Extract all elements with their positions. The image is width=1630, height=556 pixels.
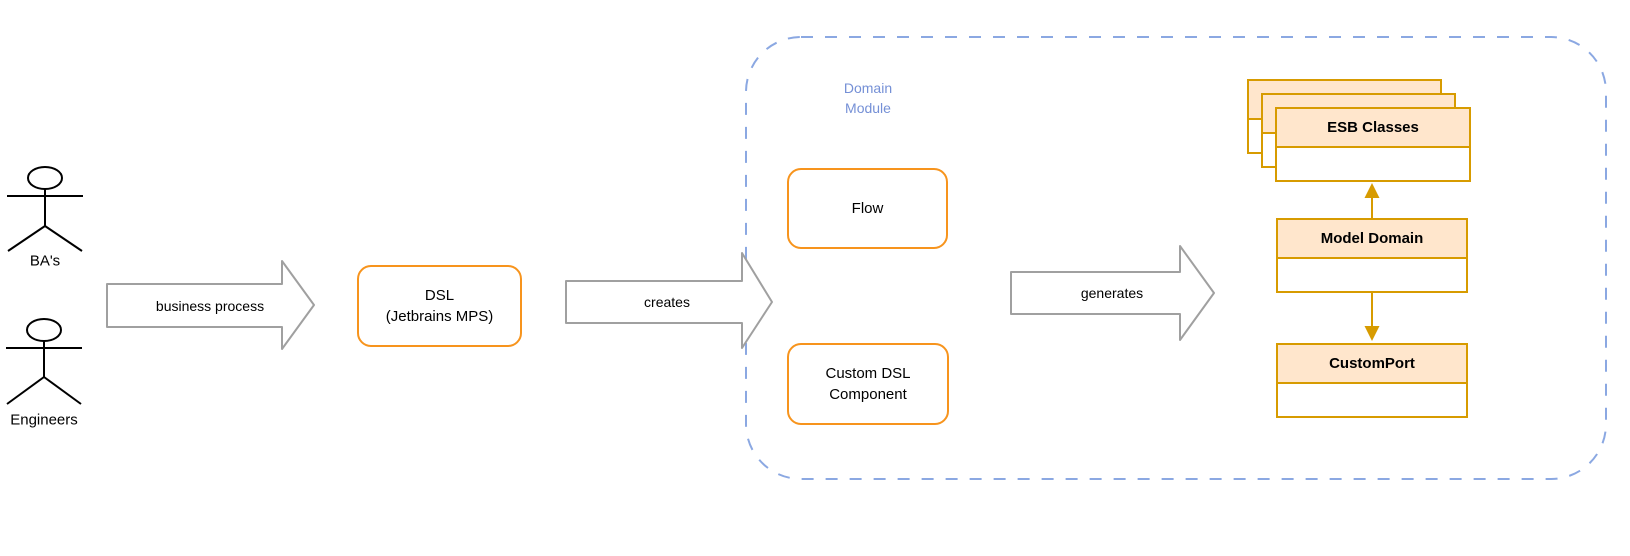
domain-module-container bbox=[745, 36, 1607, 480]
creates-arrow bbox=[565, 252, 773, 349]
model-domain-to-esb-arrow bbox=[1364, 183, 1380, 218]
model-domain-to-customport-arrow bbox=[1364, 293, 1380, 341]
actor-engineers-icon bbox=[6, 318, 82, 405]
actor-bas-icon bbox=[7, 166, 83, 252]
business-process-arrow bbox=[106, 260, 315, 350]
generates-arrow bbox=[1010, 245, 1215, 341]
